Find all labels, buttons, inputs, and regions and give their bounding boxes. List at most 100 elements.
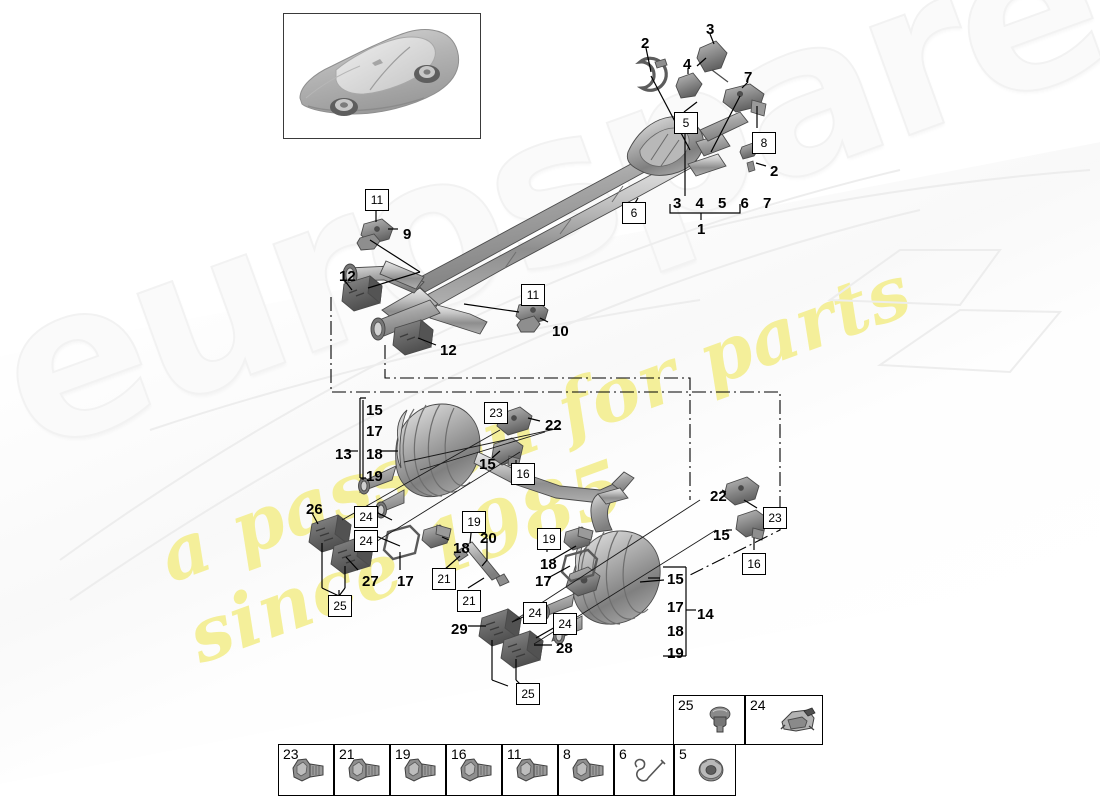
legend-cell-artwork bbox=[345, 753, 385, 792]
callout-23: 23 bbox=[763, 507, 787, 529]
flange-bolt-icon bbox=[404, 758, 436, 782]
flange-bolt-icon bbox=[348, 758, 380, 782]
legend-cell-label: 8 bbox=[563, 746, 571, 762]
callout-4: 4 bbox=[683, 56, 692, 73]
legend-cell-6[interactable]: 6 bbox=[614, 744, 674, 796]
callout-2: 2 bbox=[770, 163, 779, 180]
callout-24: 24 bbox=[354, 530, 378, 552]
callout-19: 19 bbox=[462, 511, 486, 533]
spring-hook-icon bbox=[634, 758, 666, 782]
callout-2: 2 bbox=[641, 35, 650, 52]
vehicle-thumbnail-box bbox=[283, 13, 481, 139]
callout-19: 19 bbox=[537, 528, 561, 550]
callout-24: 24 bbox=[523, 602, 547, 624]
legend-cell-label: 6 bbox=[619, 746, 627, 762]
legend-cell-label: 24 bbox=[750, 697, 766, 713]
callout-26: 26 bbox=[306, 501, 323, 518]
hex-nut-icon bbox=[698, 758, 724, 782]
callout-8: 8 bbox=[752, 132, 776, 154]
legend-cell-label: 25 bbox=[678, 697, 694, 713]
legend-cell-11[interactable]: 11 bbox=[502, 744, 558, 796]
callout-1: 1 bbox=[697, 221, 706, 238]
callout-25: 25 bbox=[328, 595, 352, 617]
callout-27: 27 bbox=[362, 573, 379, 590]
callout-17: 17 bbox=[366, 423, 383, 440]
callout-13: 13 bbox=[335, 446, 352, 463]
callout-24: 24 bbox=[354, 506, 378, 528]
vehicle-silhouette bbox=[299, 29, 460, 116]
callout-7: 7 bbox=[744, 69, 753, 86]
callout-28: 28 bbox=[556, 640, 573, 657]
callout-22: 22 bbox=[710, 488, 727, 505]
callout-19: 19 bbox=[667, 645, 684, 662]
callout-21: 21 bbox=[457, 590, 481, 612]
legend-cell-label: 16 bbox=[451, 746, 467, 762]
legend-cell-25[interactable]: 25 bbox=[673, 695, 745, 745]
legend-cell-artwork bbox=[289, 753, 329, 792]
callout-21: 21 bbox=[432, 568, 456, 590]
callout-3-4-5-6-7: 3 4 5 6 7 bbox=[673, 195, 777, 212]
callout-18: 18 bbox=[540, 556, 557, 573]
legend-cell-label: 19 bbox=[395, 746, 411, 762]
callout-15: 15 bbox=[713, 527, 730, 544]
flange-bolt-icon bbox=[516, 758, 548, 782]
rubber-stud-icon bbox=[709, 706, 731, 733]
legend-cell-artwork bbox=[691, 753, 731, 792]
callout-17: 17 bbox=[667, 599, 684, 616]
callout-20: 20 bbox=[480, 530, 497, 547]
callout-19: 19 bbox=[366, 468, 383, 485]
callout-15: 15 bbox=[667, 571, 684, 588]
callout-9: 9 bbox=[403, 226, 412, 243]
legend-cell-8[interactable]: 8 bbox=[558, 744, 614, 796]
legend-cell-5[interactable]: 5 bbox=[674, 744, 736, 796]
callout-16: 16 bbox=[511, 463, 535, 485]
rubber-mounts bbox=[308, 514, 544, 669]
legend-cell-artwork bbox=[778, 702, 818, 741]
callout-11: 11 bbox=[521, 284, 545, 306]
callout-18: 18 bbox=[366, 446, 383, 463]
callout-3: 3 bbox=[706, 21, 715, 38]
callout-25: 25 bbox=[516, 683, 540, 705]
legend-cell-artwork bbox=[569, 753, 609, 792]
legend-cell-label: 11 bbox=[507, 746, 522, 762]
legend-cell-label: 23 bbox=[283, 746, 299, 762]
legend-cell-23[interactable]: 23 bbox=[278, 744, 334, 796]
legend-cell-artwork bbox=[629, 753, 669, 792]
legend-cell-artwork bbox=[513, 753, 553, 792]
callout-22: 22 bbox=[545, 417, 562, 434]
legend-cell-24[interactable]: 24 bbox=[745, 695, 823, 745]
callout-12: 12 bbox=[440, 342, 457, 359]
callout-6: 6 bbox=[622, 202, 646, 224]
callout-17: 17 bbox=[397, 573, 414, 590]
legend-cell-artwork bbox=[700, 702, 740, 741]
callout-23: 23 bbox=[484, 402, 508, 424]
flange-bolt-icon bbox=[572, 758, 604, 782]
callout-29: 29 bbox=[451, 621, 468, 638]
legend-cell-label: 5 bbox=[679, 746, 687, 762]
legend-cell-artwork bbox=[457, 753, 497, 792]
callout-5: 5 bbox=[674, 112, 698, 134]
legend-cell-21[interactable]: 21 bbox=[334, 744, 390, 796]
callout-14: 14 bbox=[697, 606, 714, 623]
front-mount-brackets bbox=[341, 218, 549, 356]
callout-16: 16 bbox=[742, 553, 766, 575]
hanger-hardware bbox=[382, 524, 599, 587]
callout-17: 17 bbox=[535, 573, 552, 590]
callout-15: 15 bbox=[479, 456, 496, 473]
callout-24: 24 bbox=[553, 613, 577, 635]
legend-cell-artwork bbox=[401, 753, 441, 792]
callout-10: 10 bbox=[552, 323, 569, 340]
spring-clip-icon bbox=[780, 707, 816, 732]
callout-12: 12 bbox=[339, 268, 356, 285]
callout-18: 18 bbox=[453, 540, 470, 557]
legend-cell-16[interactable]: 16 bbox=[446, 744, 502, 796]
callout-15: 15 bbox=[366, 402, 383, 419]
legend-cell-19[interactable]: 19 bbox=[390, 744, 446, 796]
legend-cell-label: 21 bbox=[339, 746, 355, 762]
flange-bolt-icon bbox=[292, 758, 324, 782]
callout-11: 11 bbox=[365, 189, 389, 211]
callout-18: 18 bbox=[667, 623, 684, 640]
left-rear-muffler-assembly bbox=[358, 403, 635, 519]
